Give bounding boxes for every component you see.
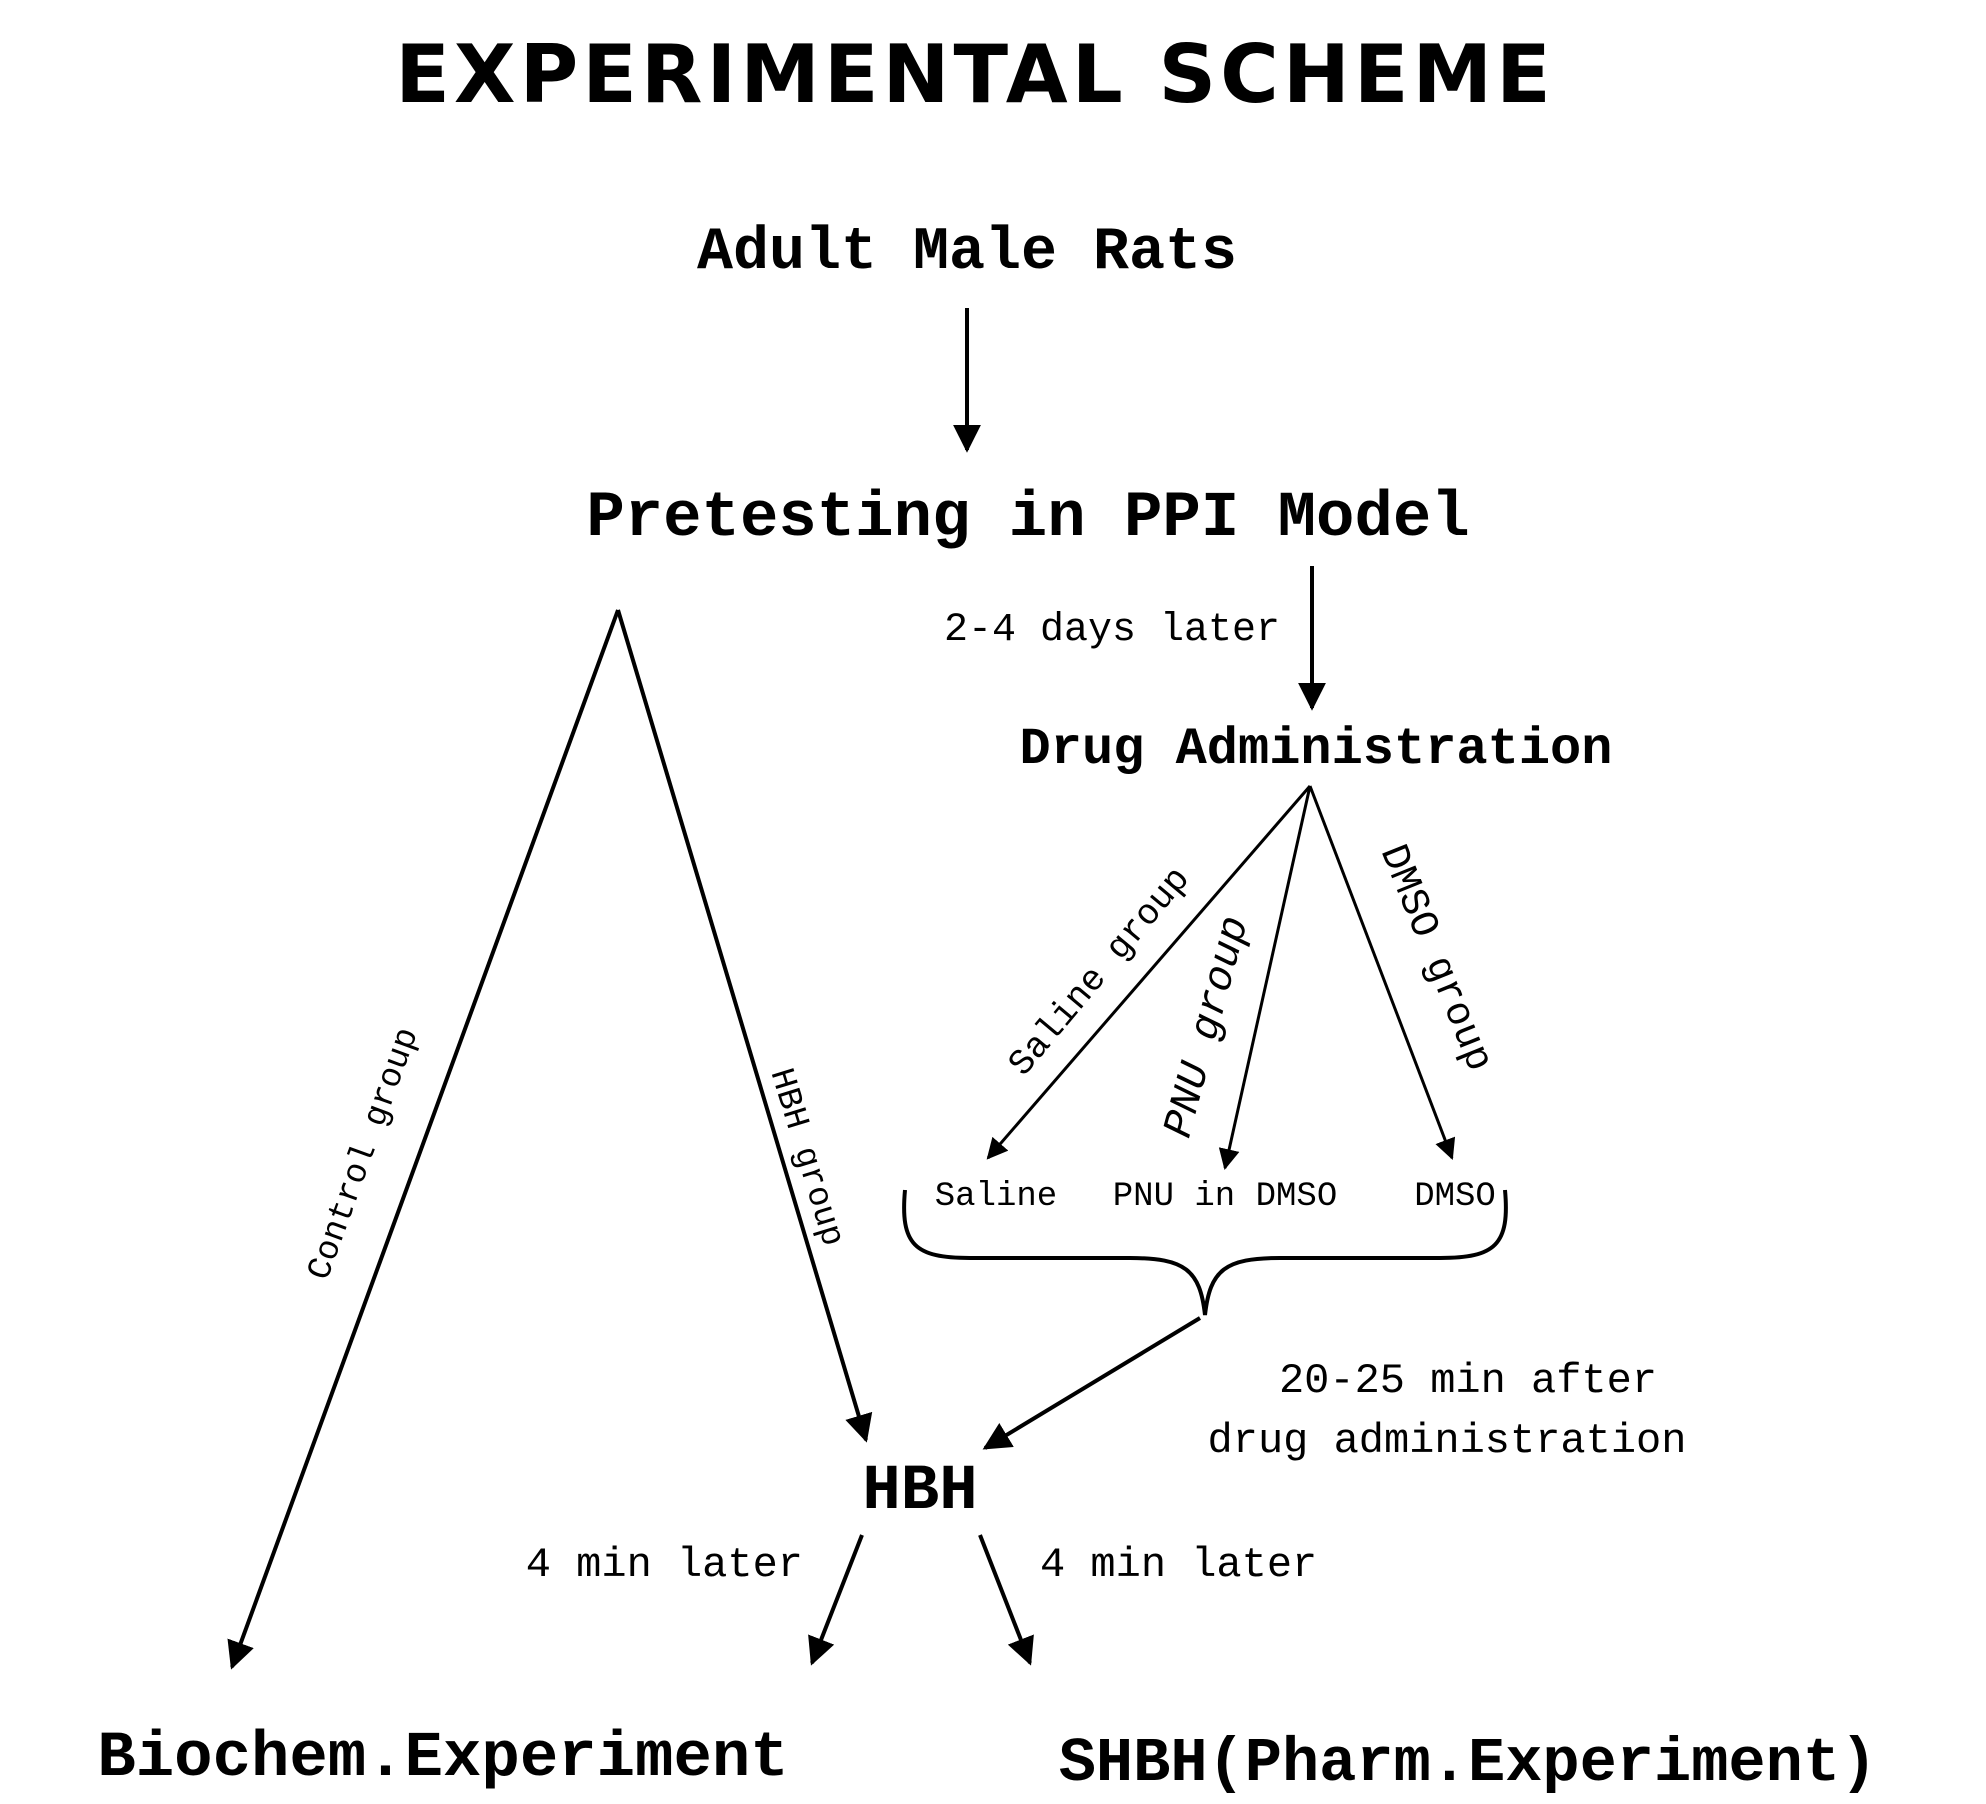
node-saline: Saline: [935, 1178, 1057, 1216]
arrow-hbh-to-biochem: [808, 1534, 864, 1666]
arrow-groups-to-hbh: [982, 1316, 1202, 1450]
arrow-hbh-to-shbh: [978, 1534, 1034, 1666]
node-shbh: SHBH(Pharm.Experiment): [1059, 1728, 1878, 1799]
arrow-drug-to-saline: [986, 785, 1312, 1160]
node-drug-administration: Drug Administration: [1020, 720, 1613, 779]
label-after-drug-line2: drug administration: [1208, 1417, 1687, 1465]
arrow-drug-to-pnu: [1218, 785, 1312, 1171]
label-saline-group: Saline group: [1001, 859, 1199, 1084]
node-dmso: DMSO: [1414, 1178, 1496, 1216]
arrow-control-group: [227, 609, 620, 1670]
node-adult-male-rats: Adult Male Rats: [697, 219, 1237, 287]
label-dmso-group: DMSO group: [1369, 839, 1501, 1078]
node-hbh: HBH: [862, 1456, 977, 1528]
node-pnu-in-dmso: PNU in DMSO: [1113, 1178, 1337, 1216]
label-days-later: 2-4 days later: [944, 608, 1280, 653]
label-four-min-right: 4 min later: [1040, 1541, 1317, 1589]
node-biochem-experiment: Biochem.Experiment: [97, 1723, 788, 1795]
group-brace: [902, 1189, 1508, 1316]
arrow-hbh-group: [616, 609, 873, 1443]
arrow-drug-to-dmso: [1308, 785, 1456, 1160]
label-four-min-left: 4 min later: [526, 1541, 803, 1589]
node-pretesting: Pretesting in PPI Model: [586, 483, 1469, 555]
diagram-title: EXPERIMENTAL SCHEME: [395, 28, 1554, 121]
label-after-drug-line1: 20-25 min after: [1279, 1357, 1657, 1405]
label-hbh-group: HBH group: [761, 1064, 851, 1251]
label-control-group: Control group: [301, 1023, 427, 1285]
